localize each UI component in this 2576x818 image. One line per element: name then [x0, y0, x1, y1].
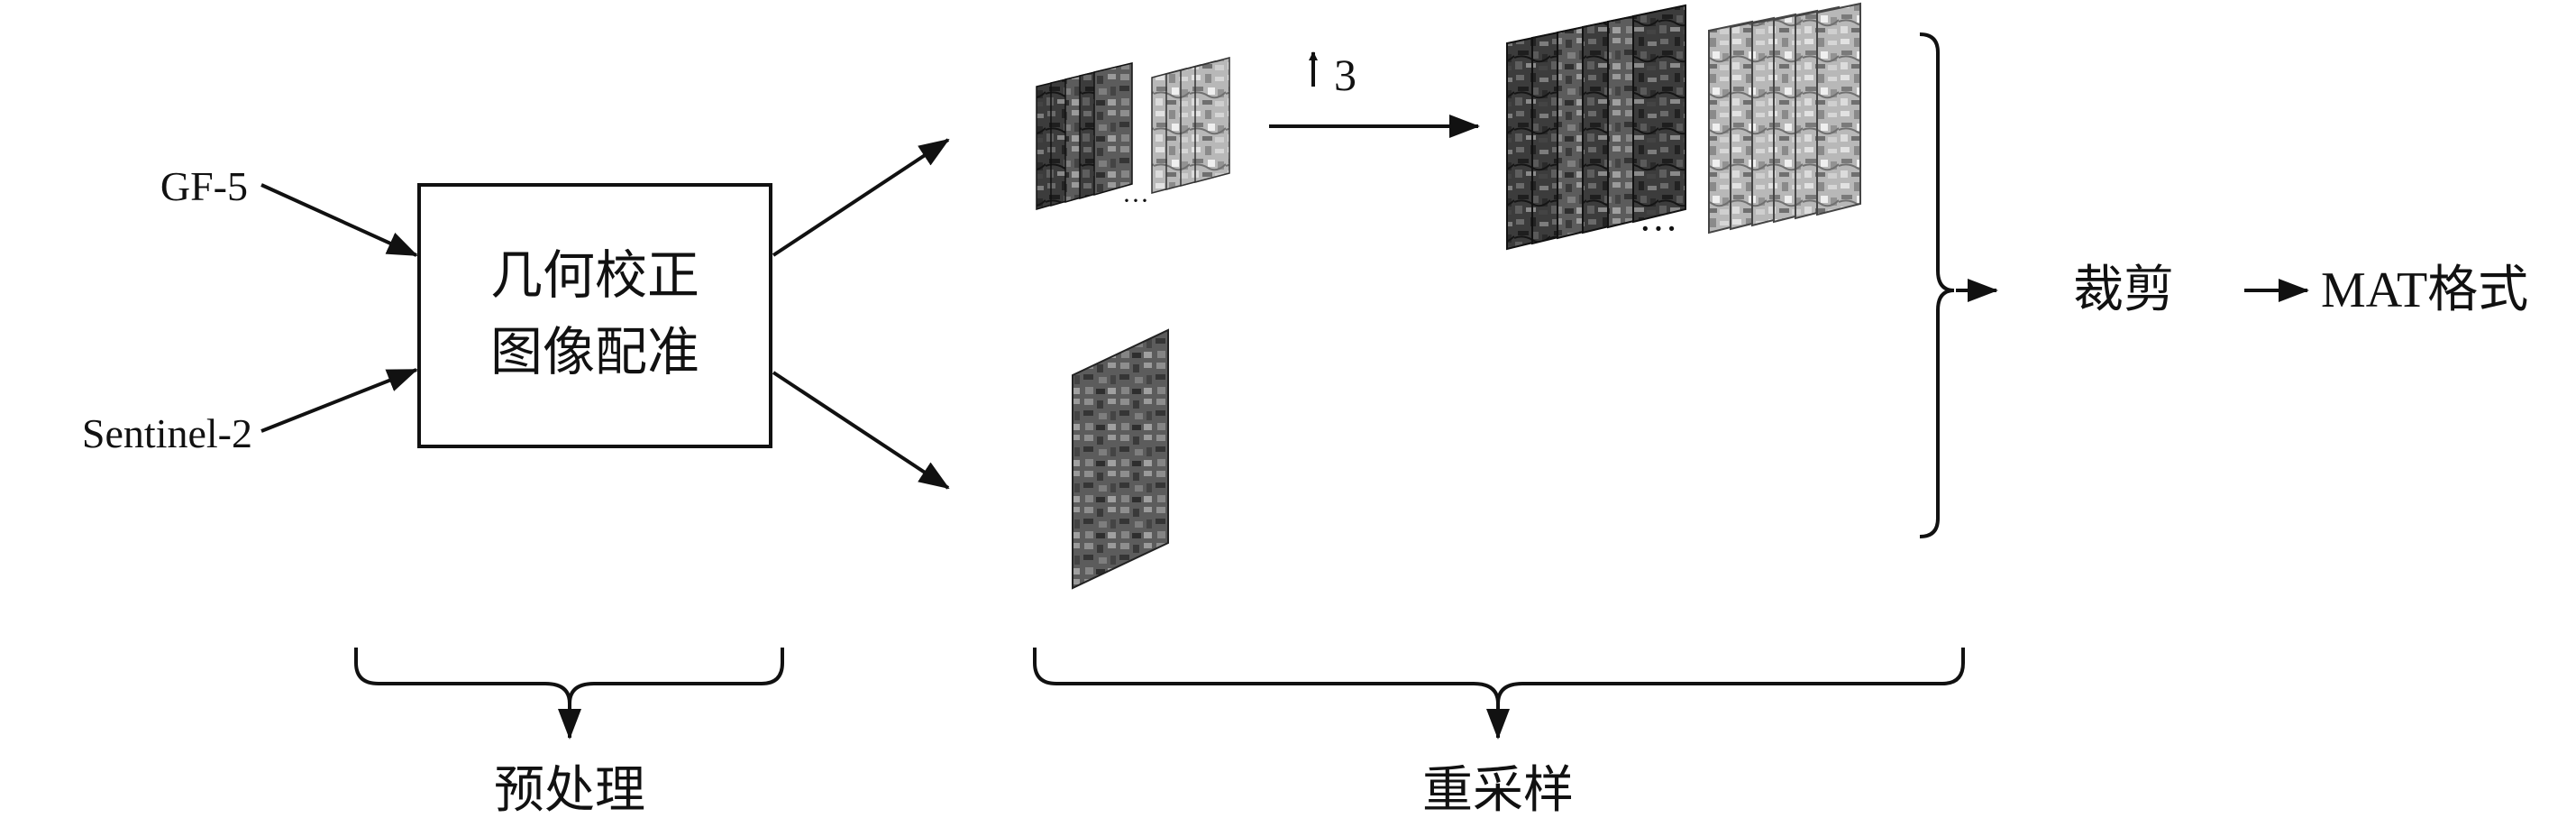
arrow-sentinel2-to-process [260, 368, 418, 433]
stage-label-preprocessing: 预处理 [494, 763, 645, 818]
arrow-process-to-hyperspectral [772, 138, 950, 257]
stage-label-resampling: 重采样 [1422, 763, 1574, 818]
right-curly-bracket [1919, 32, 1955, 538]
large-stack-ellipsis: ··· [1639, 207, 1678, 251]
arrow-gf5-to-process [260, 183, 418, 257]
mat-format-label: MAT格式 [2321, 262, 2528, 318]
small-stack-ellipsis: ··· [1122, 186, 1149, 216]
process-box-line1: 几何校正 [490, 246, 699, 305]
input-label-sentinel2: Sentinel-2 [82, 410, 252, 456]
crop-label: 裁剪 [2073, 262, 2174, 318]
process-box [417, 183, 772, 448]
small-image-stack-light [1151, 57, 1230, 194]
upsample-factor: 3 [1334, 50, 1357, 100]
sentinel2-image [1072, 328, 1169, 590]
input-label-gf5: GF-5 [160, 163, 248, 209]
large-image-stack-light [1708, 2, 1861, 234]
resampling-brace [1033, 648, 1965, 704]
large-image-stack-dark [1506, 4, 1686, 251]
arrow-process-to-multispectral [772, 371, 950, 490]
preprocessing-brace [354, 648, 784, 704]
process-box-line2: 图像配准 [490, 323, 699, 381]
small-image-stack-dark [1036, 62, 1133, 210]
